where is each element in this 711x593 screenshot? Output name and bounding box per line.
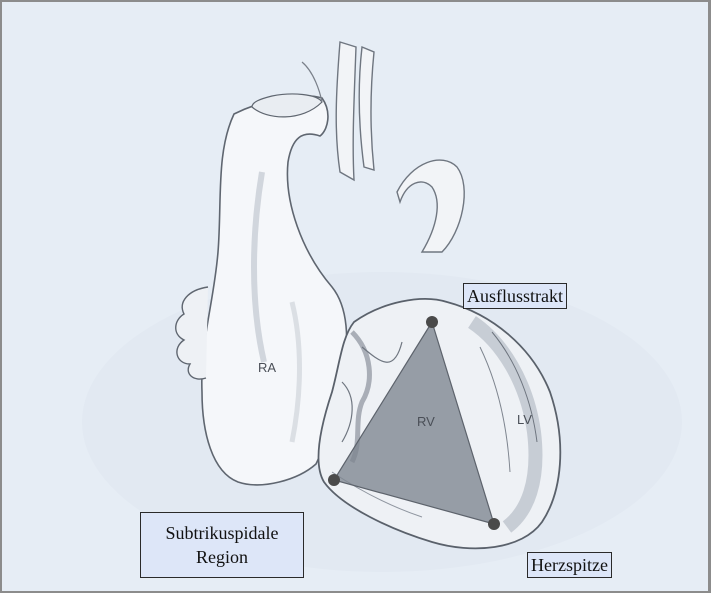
label-herzspitze: Herzspitze bbox=[527, 552, 612, 578]
outflow-marker bbox=[426, 316, 438, 328]
chamber-label-ra: RA bbox=[258, 360, 276, 375]
apex-marker bbox=[488, 518, 500, 530]
great-vessels bbox=[336, 42, 464, 252]
chamber-label-lv: LV bbox=[517, 412, 532, 427]
label-subtrikuspidale-line2: Region bbox=[196, 545, 248, 569]
label-subtrikuspidale-region: Subtrikuspidale Region bbox=[140, 512, 304, 578]
chamber-label-rv: RV bbox=[417, 414, 435, 429]
label-subtrikuspidale-line1: Subtrikuspidale bbox=[166, 521, 279, 545]
label-ausflusstrakt: Ausflusstrakt bbox=[463, 283, 567, 309]
subtricuspid-marker bbox=[328, 474, 340, 486]
